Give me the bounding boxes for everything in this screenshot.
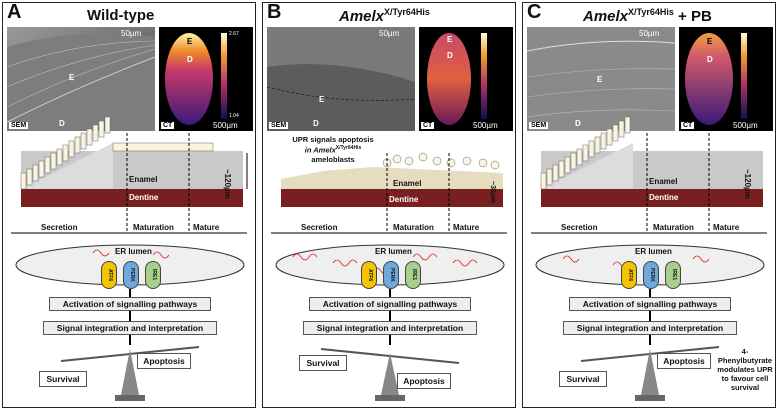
er-lumen-label: ER lumen bbox=[115, 247, 152, 256]
dentine-label: Dentine bbox=[649, 193, 679, 202]
perk-receptor: PERK bbox=[383, 261, 399, 289]
ire1-receptor: IRE1 bbox=[405, 261, 421, 289]
integration-box: Signal integration and interpretation bbox=[563, 321, 737, 335]
stage-secretion: Secretion bbox=[41, 223, 78, 232]
enamel-label: Enamel bbox=[649, 177, 678, 186]
ct-dentine-marker: D bbox=[187, 55, 193, 64]
scale-bar-label: 50µm bbox=[379, 29, 400, 38]
ire1-receptor: IRE1 bbox=[665, 261, 681, 289]
sem-tag: SEM bbox=[9, 122, 29, 129]
upr-note: UPR signals apoptosis in AmelxX/Tyr64His… bbox=[292, 135, 374, 164]
panel-label: B bbox=[267, 1, 282, 23]
ct-tick-top: 2.67 bbox=[229, 31, 239, 37]
ct-heatmap bbox=[685, 33, 747, 125]
survival-box: Survival bbox=[559, 371, 607, 387]
apoptosis-box: Apoptosis bbox=[397, 373, 451, 389]
ct-image: E D 500µm CT bbox=[419, 27, 513, 131]
thickness-label: ~120µm bbox=[743, 169, 752, 199]
ct-dentine-marker: D bbox=[707, 55, 713, 64]
er-lumen-label: ER lumen bbox=[375, 247, 412, 256]
ct-image: E D 500µm CT bbox=[679, 27, 773, 131]
apoptosis-box: Apoptosis bbox=[657, 353, 711, 369]
dentine-label: Dentine bbox=[129, 193, 159, 202]
sem-image: 50µm E D SEM bbox=[7, 27, 155, 131]
enamel-diagram bbox=[271, 152, 507, 401]
atf6-receptor: ATF6 bbox=[101, 261, 117, 289]
scale-bar-label: 50µm bbox=[121, 29, 142, 38]
ct-image: E D 500µm CT 2.67 1.04 bbox=[159, 27, 253, 131]
enamel-marker: E bbox=[69, 73, 75, 82]
perk-receptor: PERK bbox=[643, 261, 659, 289]
enamel-label: Enamel bbox=[393, 179, 422, 188]
dentine-marker: D bbox=[313, 119, 319, 128]
ire1-receptor: IRE1 bbox=[145, 261, 161, 289]
panel-mutant: B AmelxX/Tyr64His 50µm E D SEM bbox=[262, 1, 516, 408]
ct-scale-label: 500µm bbox=[473, 121, 498, 130]
sem-texture bbox=[267, 27, 415, 131]
ct-tag: CT bbox=[161, 122, 175, 129]
enamel-marker: E bbox=[597, 75, 603, 84]
ct-tag: CT bbox=[421, 122, 435, 129]
sem-image: 50µm E D SEM bbox=[527, 27, 675, 131]
sem-image: 50µm E D SEM bbox=[267, 27, 415, 131]
er-lumen-label: ER lumen bbox=[635, 247, 672, 256]
enamel-diagram bbox=[11, 116, 248, 401]
panel-wild-type: A Wild-type 50µm E D SEM bbox=[2, 1, 256, 408]
dentine-label: Dentine bbox=[389, 195, 419, 204]
ct-enamel-marker: E bbox=[447, 35, 453, 44]
atf6-receptor: ATF6 bbox=[621, 261, 637, 289]
thickness-label: ~35µm bbox=[489, 181, 496, 204]
stage-secretion: Secretion bbox=[301, 223, 338, 232]
scale-bar-label: 50µm bbox=[639, 29, 660, 38]
ct-scale-label: 500µm bbox=[213, 121, 238, 130]
thickness-label: ~120µm bbox=[223, 169, 232, 199]
survival-box: Survival bbox=[39, 371, 87, 387]
integration-box: Signal integration and interpretation bbox=[43, 321, 217, 335]
dentine-marker: D bbox=[575, 119, 581, 128]
panel-label: C bbox=[527, 1, 542, 23]
enamel-label: Enamel bbox=[129, 175, 158, 184]
ct-enamel-marker: E bbox=[707, 37, 713, 46]
ct-heatmap bbox=[165, 33, 227, 125]
survival-box: Survival bbox=[299, 355, 347, 371]
stage-maturation: Maturation bbox=[393, 223, 434, 232]
panel-title: AmelxX/Tyr64His bbox=[339, 7, 430, 25]
activation-box: Activation of signalling pathways bbox=[49, 297, 211, 311]
panel-title: AmelxX/Tyr64His + PB bbox=[583, 7, 712, 25]
sem-tag: SEM bbox=[269, 122, 289, 129]
ct-tag: CT bbox=[681, 122, 695, 129]
ct-tick-bottom: 1.04 bbox=[229, 113, 239, 119]
perk-receptor: PERK bbox=[123, 261, 139, 289]
ct-scale-label: 500µm bbox=[733, 121, 758, 130]
panel-mutant-pb: C AmelxX/Tyr64His + PB 50µm E D SEM bbox=[522, 1, 776, 408]
stage-maturation: Maturation bbox=[133, 223, 174, 232]
panel-label: A bbox=[7, 1, 22, 23]
atf6-receptor: ATF6 bbox=[361, 261, 377, 289]
enamel-marker: E bbox=[319, 95, 325, 104]
apoptosis-box: Apoptosis bbox=[137, 353, 191, 369]
ct-dentine-marker: D bbox=[447, 51, 453, 60]
sem-tag: SEM bbox=[529, 122, 549, 129]
stage-mature: Mature bbox=[453, 223, 480, 232]
activation-box: Activation of signalling pathways bbox=[569, 297, 731, 311]
sem-texture bbox=[7, 27, 155, 131]
sem-texture bbox=[527, 27, 675, 131]
stage-maturation: Maturation bbox=[653, 223, 694, 232]
dentine-marker: D bbox=[59, 119, 65, 128]
panel-title: Wild-type bbox=[87, 7, 155, 24]
stage-secretion: Secretion bbox=[561, 223, 598, 232]
activation-box: Activation of signalling pathways bbox=[309, 297, 471, 311]
stage-mature: Mature bbox=[193, 223, 220, 232]
pb-note: 4-Phenylbutyrate modulates UPR to favour… bbox=[717, 347, 773, 392]
stage-mature: Mature bbox=[713, 223, 740, 232]
ct-enamel-marker: E bbox=[187, 37, 193, 46]
integration-box: Signal integration and interpretation bbox=[303, 321, 477, 335]
ct-heatmap bbox=[427, 33, 487, 125]
